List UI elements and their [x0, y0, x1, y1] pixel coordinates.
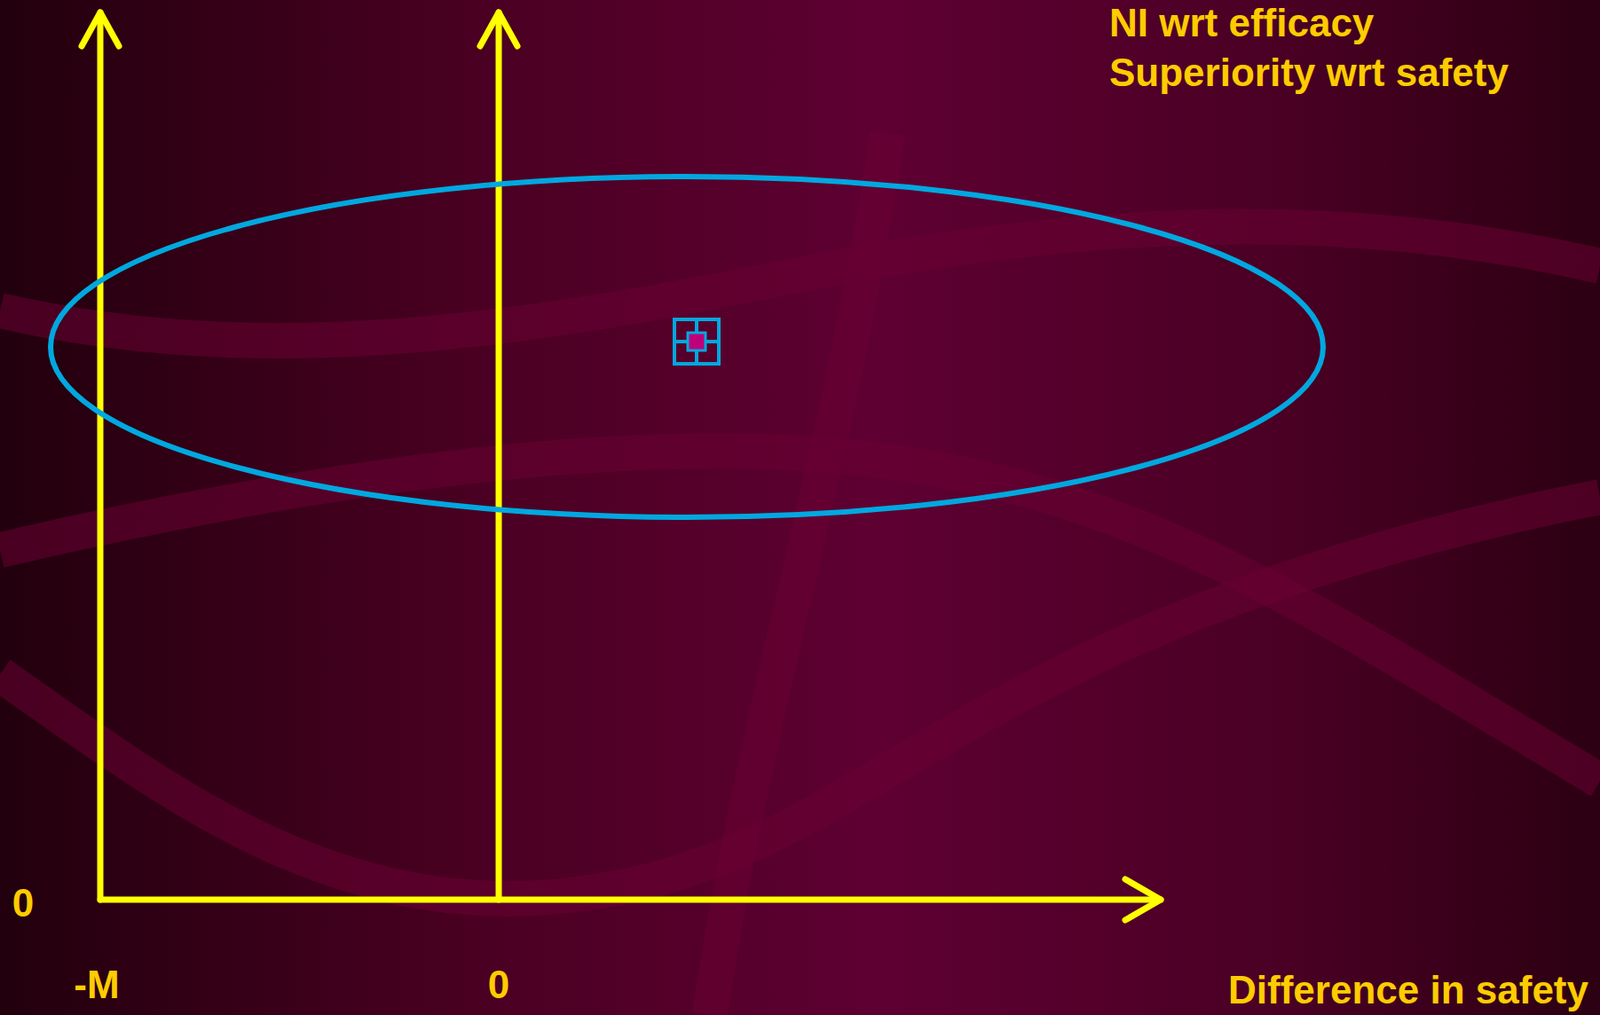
heading-line: NI wrt efficacy: [1109, 1, 1374, 45]
axis-title: Difference in safety: [1228, 969, 1589, 1012]
axis-tick: 0: [488, 963, 510, 1007]
axis-tick: 0: [12, 882, 34, 925]
axes: [81, 12, 1161, 921]
point-estimate-marker: [674, 319, 719, 364]
heading-line: Superiority wrt safety: [1109, 51, 1509, 95]
confidence-ellipse: [50, 176, 1324, 518]
axis-tick: -M: [73, 963, 119, 1007]
background-bands: [0, 133, 1600, 1015]
